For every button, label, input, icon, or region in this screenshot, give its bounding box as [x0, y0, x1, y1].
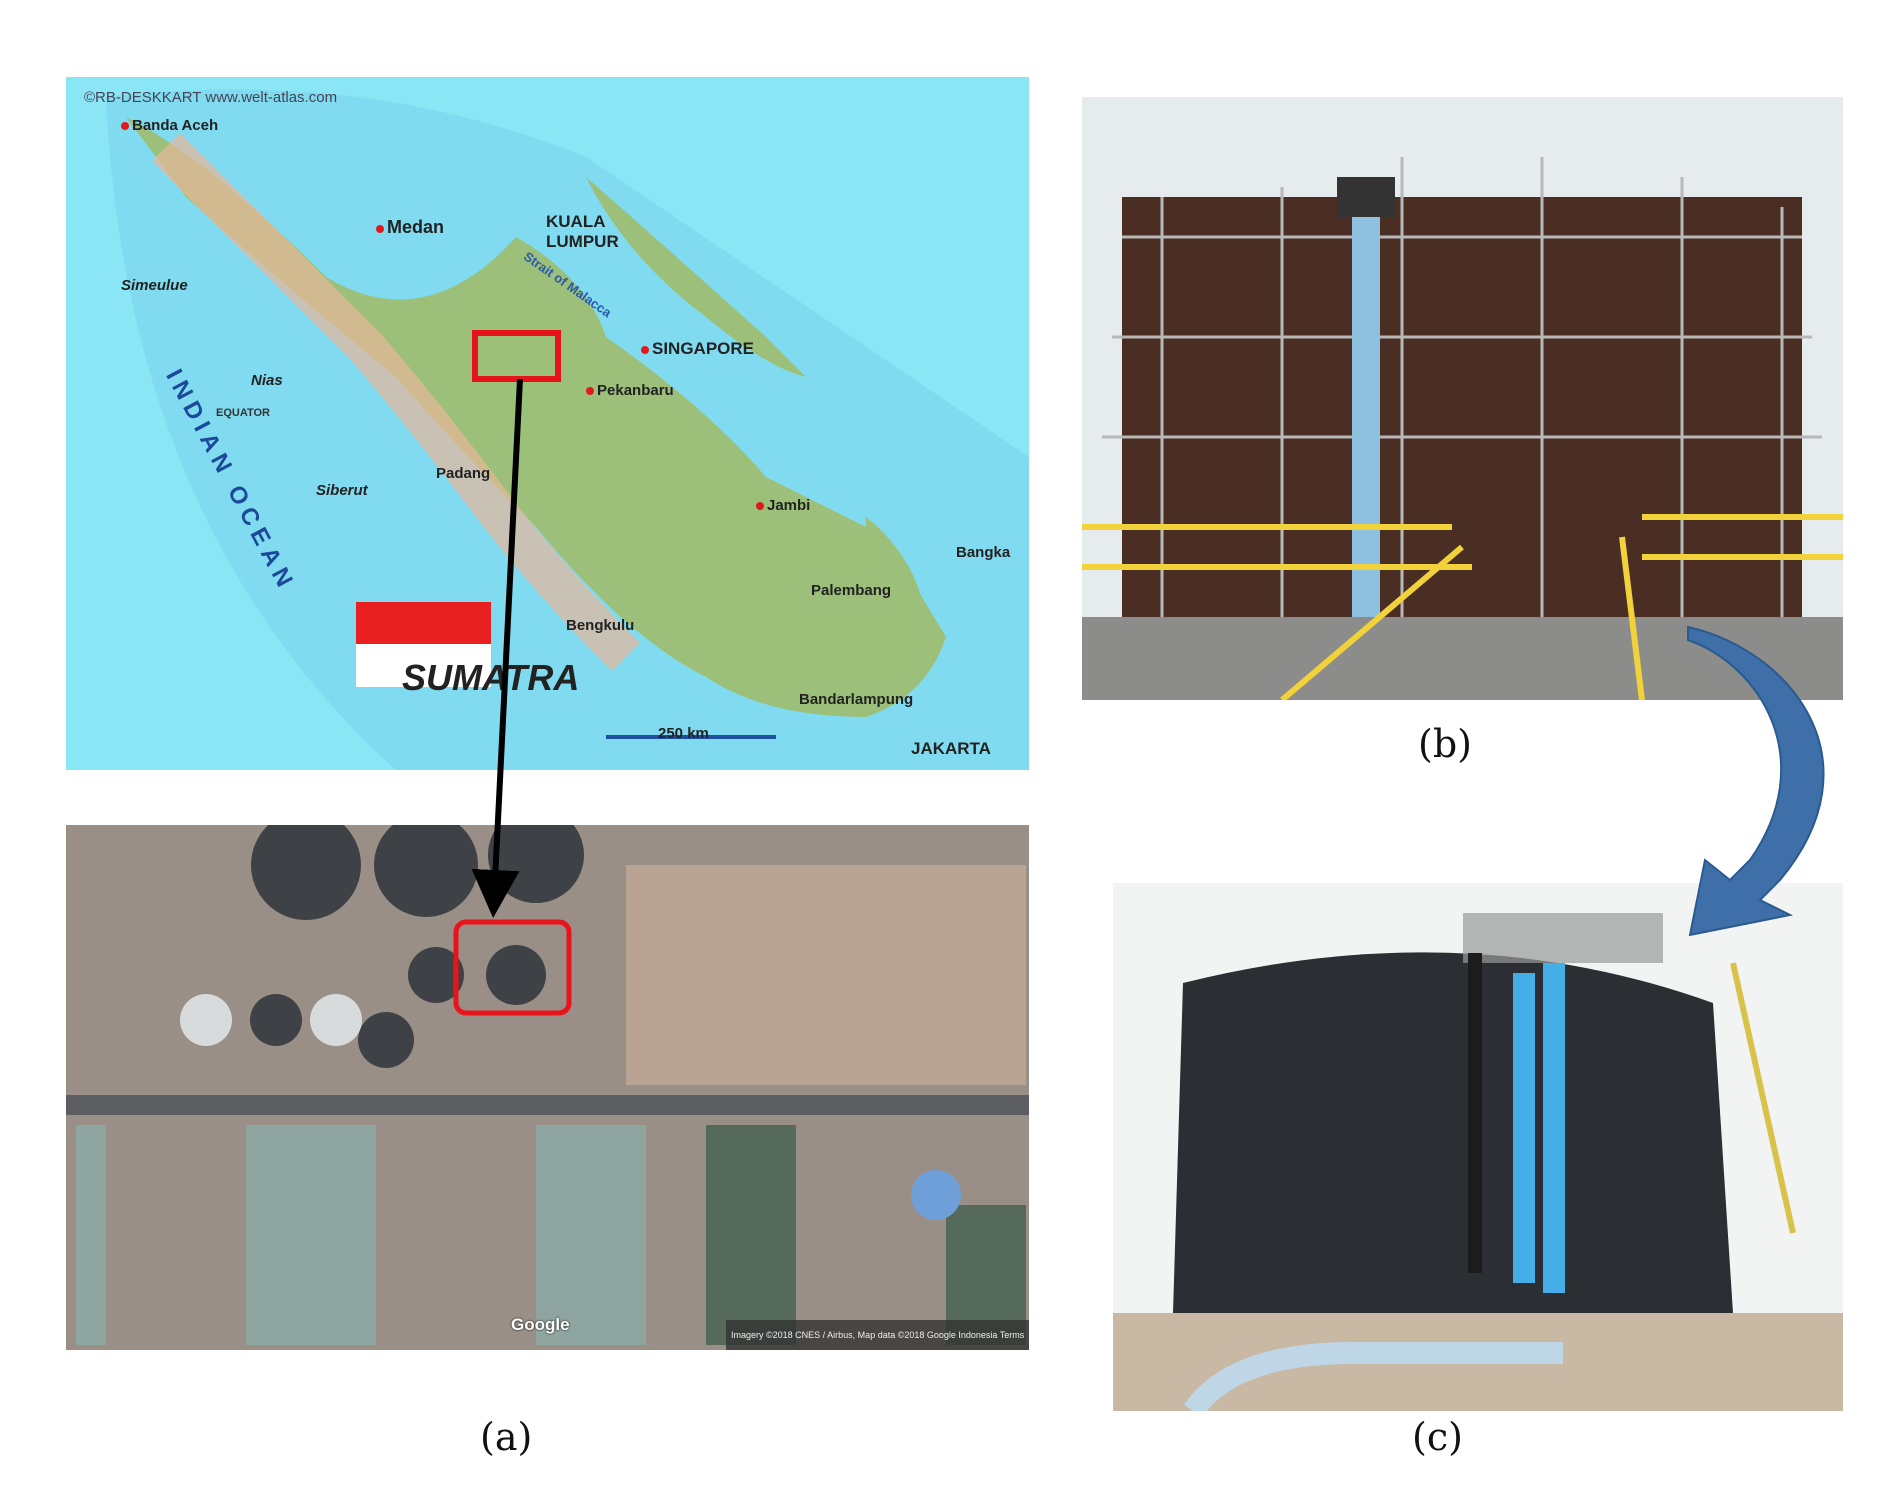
satellite-image: Google Imagery ©2018 CNES / Airbus, Map … — [66, 825, 1029, 1350]
map-attribution: Imagery ©2018 CNES / Airbus, Map data ©2… — [731, 1330, 1025, 1340]
city-label: Banda Aceh — [121, 117, 218, 134]
island-label: Nias — [251, 372, 283, 389]
city-label: Bengkulu — [566, 617, 635, 634]
equator-label: EQUATOR — [216, 407, 270, 419]
photo-b-shapes — [1082, 157, 1843, 700]
city-label: Jambi — [756, 497, 810, 514]
scale-label: 250 km — [658, 725, 709, 742]
location-arrow — [471, 378, 523, 918]
google-watermark: Google — [511, 1315, 570, 1334]
island-label: Simeulue — [121, 277, 188, 294]
location-highlight-box — [472, 330, 561, 382]
city-label: Bandarlampung — [799, 691, 914, 708]
map-shapes — [106, 89, 1029, 770]
city-label: Padang — [436, 465, 491, 482]
curved-arrow-icon — [1687, 625, 1825, 937]
photo-c-shapes — [1113, 913, 1843, 1411]
island-label: SUMATRA — [402, 657, 580, 698]
city-label: KUALA LUMPUR — [546, 212, 619, 251]
sumatra-map: ©RB-DESKKART www.welt-atlas.com SUMATRA … — [66, 77, 1029, 770]
caption-c: (c) — [1412, 1415, 1463, 1459]
city-label: Medan — [376, 217, 444, 238]
city-label: Pekanbaru — [586, 382, 674, 399]
city-label: JAKARTA — [911, 739, 991, 758]
city-label: Palembang — [811, 582, 892, 599]
photo-tank-construction — [1082, 97, 1843, 700]
photo-storage-tank — [1113, 883, 1843, 1411]
island-label: Siberut — [316, 482, 368, 499]
map-copyright: ©RB-DESKKART www.welt-atlas.com — [84, 89, 338, 106]
city-label: SINGAPORE — [641, 339, 754, 359]
satellite-shapes — [66, 825, 1029, 1350]
caption-b: (b) — [1418, 722, 1472, 766]
island-label: Bangka — [956, 544, 1011, 561]
caption-a: (a) — [480, 1415, 533, 1459]
site-highlight-box — [453, 919, 572, 1016]
